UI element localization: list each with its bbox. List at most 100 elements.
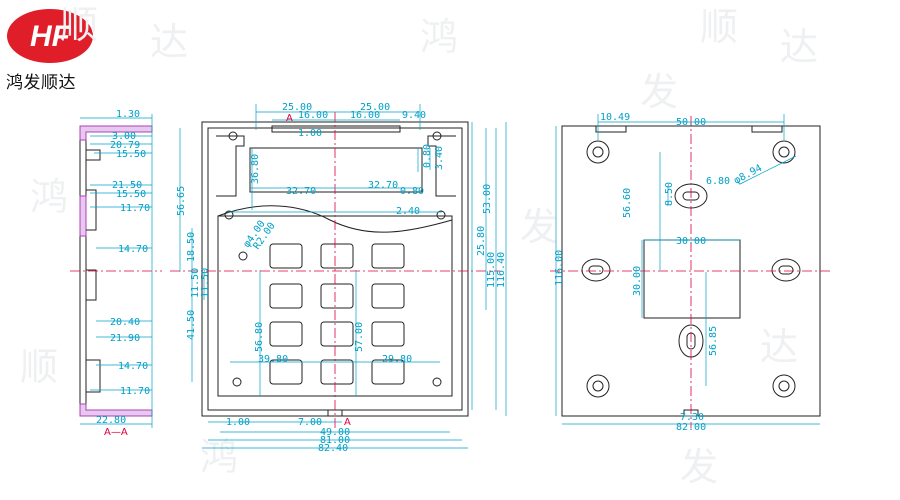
dim-label: 15.50 — [116, 189, 146, 200]
dim-label: 32.70 — [368, 180, 398, 191]
section-label: A—A — [104, 427, 128, 438]
dim-label: 7.30 — [680, 412, 704, 423]
dim-label: 49.00 — [320, 427, 350, 438]
dim-label: 0.80 — [400, 186, 424, 197]
section-marker: A — [344, 417, 351, 428]
dim-label: 0.80 — [422, 144, 433, 168]
dim-label: 25.00 — [282, 102, 312, 113]
keypad-key — [371, 321, 405, 347]
keypad-key — [371, 243, 405, 269]
dim-label: 16.00 — [298, 110, 328, 121]
keypad-key — [371, 359, 405, 385]
dim-label: 21.50 — [112, 180, 142, 191]
watermark: 顺 达 鸿 发 顺 达 鸿 发 顺 达 鸿 发 — [20, 3, 818, 489]
screw-boss — [232, 377, 242, 387]
dim-label: 39.80 — [258, 354, 288, 365]
dim-label: 16.00 — [350, 110, 380, 121]
dim-label: 22.80 — [96, 415, 126, 426]
keypad-key — [320, 243, 354, 269]
dim-label: 56.60 — [622, 188, 633, 218]
dim-label: 53.00 — [482, 184, 493, 214]
dim-label: 82.00 — [676, 422, 706, 433]
front-dimensions: 25.00 25.00 A 16.00 16.00 9.40 1.00 36.8… — [176, 102, 507, 454]
screw-boss — [224, 210, 234, 220]
watermark-char: 发 — [520, 205, 558, 249]
dim-label: 25.80 — [476, 226, 487, 256]
section-hatch-wall — [79, 195, 87, 237]
front-left-clip — [216, 135, 245, 197]
dim-label: φ8.94 — [732, 163, 764, 187]
logo-red-ellipse — [7, 9, 93, 63]
back-slot-hole — [771, 258, 801, 282]
dim-label: 32.70 — [286, 186, 316, 197]
section-dim-lines — [80, 114, 153, 428]
keypad-key — [269, 243, 303, 269]
keypad-key — [269, 359, 303, 385]
front-view — [201, 121, 469, 417]
dim-label: 11.50 — [200, 268, 211, 298]
dim-label: 1.30 — [116, 109, 140, 120]
watermark-char: 达 — [780, 25, 818, 69]
back-dim-lines — [555, 114, 820, 425]
dim-label: 116.40 — [496, 252, 507, 288]
watermark-char: 发 — [640, 70, 678, 114]
dim-label: 81.00 — [320, 435, 350, 446]
dim-label: 29.80 — [382, 354, 412, 365]
back-top-tab — [751, 125, 783, 133]
watermark-char: 顺 — [60, 3, 98, 47]
screw-boss — [436, 210, 446, 220]
section-marker: A — [286, 113, 293, 124]
keypad-key — [269, 321, 303, 347]
screw-boss — [228, 131, 238, 141]
watermark-char: 鸿 — [30, 175, 68, 219]
watermark-char: 顺 — [20, 345, 58, 389]
dim-label: 7.00 — [298, 417, 322, 428]
dim-label: 36.80 — [250, 154, 261, 184]
dim-label: 14.70 — [118, 244, 148, 255]
section-rib — [86, 149, 101, 161]
keypad-key — [320, 359, 354, 385]
dim-label: 25.00 — [360, 102, 390, 113]
front-top-slot — [271, 125, 401, 133]
dim-label: 41.50 — [186, 310, 197, 340]
section-rib — [86, 189, 97, 231]
watermark-char: 发 — [680, 445, 718, 489]
back-screw-hole — [586, 140, 610, 164]
dim-label: 50.00 — [676, 117, 706, 128]
dim-label: 10.49 — [600, 112, 630, 123]
front-center-lines — [170, 112, 500, 430]
dim-label: 21.90 — [110, 333, 140, 344]
section-rib — [86, 269, 97, 301]
dim-label: 18.50 — [186, 232, 197, 262]
dim-label: 15.50 — [116, 149, 146, 160]
dim-label: 1.00 — [226, 417, 250, 428]
dim-label: 116.00 — [554, 250, 565, 286]
back-screw-hole — [772, 140, 796, 164]
dim-label: 30.00 — [676, 236, 706, 247]
dim-label: 56.85 — [708, 326, 719, 356]
dim-label: 56.65 — [176, 186, 187, 216]
brand-name: 鸿发顺达 — [6, 73, 76, 93]
dim-label: 6.80 — [706, 176, 730, 187]
front-dim-lines — [179, 104, 507, 449]
dim-label: 115.00 — [486, 252, 497, 288]
section-rib — [86, 359, 101, 393]
dim-label: 20.40 — [110, 317, 140, 328]
dim-label: 11.70 — [120, 386, 150, 397]
keypad-key — [371, 283, 405, 309]
back-top-tab — [595, 125, 627, 133]
watermark-char: 达 — [760, 325, 798, 369]
watermark-char: 鸿 — [200, 435, 238, 479]
dim-label: 82.40 — [318, 443, 348, 454]
watermark-char: 达 — [150, 20, 188, 64]
back-center-recess — [643, 239, 741, 319]
dim-label: 30.00 — [632, 266, 643, 296]
dim-label: 1.00 — [298, 128, 322, 139]
keypad-key — [320, 283, 354, 309]
back-dimensions: 10.49 50.00 φ8.94 6.80 8.50 56.60 30.00 … — [554, 112, 764, 433]
section-dimensions: 1.30 3.00 20.79 15.50 21.50 15.50 11.70 … — [96, 109, 150, 438]
back-center-lines — [550, 116, 830, 428]
logo-text: HF — [30, 20, 71, 53]
back-screw-hole — [772, 374, 796, 398]
